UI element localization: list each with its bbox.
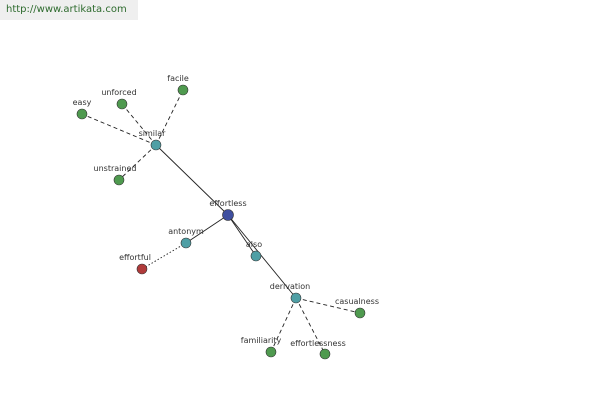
node-label-effortful[interactable]: effortful <box>119 253 151 262</box>
node-label-antonym[interactable]: antonym <box>168 227 204 236</box>
node-dot-effortless[interactable] <box>222 209 234 221</box>
node-antonym[interactable]: antonym <box>168 227 204 249</box>
edge-effortless-similar <box>155 144 229 216</box>
node-label-unforced[interactable]: unforced <box>101 88 136 97</box>
node-label-effortless[interactable]: effortless <box>209 199 246 208</box>
edge-derivation-casualness <box>295 297 361 314</box>
node-dot-casualness[interactable] <box>354 307 366 319</box>
node-similar[interactable]: similar <box>139 129 167 151</box>
node-dot-antonym[interactable] <box>180 237 192 249</box>
edge-derivation-familiarity <box>270 297 297 353</box>
edge-similar-easy <box>81 113 157 146</box>
node-label-derivation[interactable]: derivation <box>270 282 310 291</box>
node-unstrained[interactable]: unstrained <box>94 164 137 186</box>
node-casualness[interactable]: casualness <box>335 297 379 319</box>
node-label-familiarity[interactable]: familiarity <box>241 336 282 345</box>
node-dot-effortlessness[interactable] <box>319 348 331 360</box>
node-facile[interactable]: facile <box>167 74 189 96</box>
graph-nodes: effortless similar antonym also derivation fa… <box>73 74 379 360</box>
node-effortlessness[interactable]: effortlessness <box>290 339 346 360</box>
node-dot-derivation[interactable] <box>290 292 302 304</box>
node-dot-similar[interactable] <box>150 139 162 151</box>
node-label-easy[interactable]: easy <box>73 98 92 107</box>
node-dot-facile[interactable] <box>177 84 189 96</box>
edge-effortless-antonym <box>185 214 229 244</box>
graph-edges <box>81 89 361 355</box>
edge-antonym-effortful <box>141 242 187 270</box>
node-easy[interactable]: easy <box>73 98 92 120</box>
node-derivation[interactable]: derivation <box>270 282 310 304</box>
node-dot-also[interactable] <box>250 250 262 262</box>
node-label-effortlessness[interactable]: effortlessness <box>290 339 346 348</box>
node-effortful[interactable]: effortful <box>119 253 151 275</box>
node-also[interactable]: also <box>246 240 262 262</box>
edge-similar-unforced <box>121 103 157 146</box>
node-dot-unforced[interactable] <box>116 98 128 110</box>
edge-derivation-effortlessness <box>295 297 326 355</box>
node-dot-easy[interactable] <box>76 108 88 120</box>
edge-effortless-also <box>227 214 257 257</box>
source-url[interactable]: http://www.artikata.com <box>0 0 138 20</box>
node-effortless[interactable]: effortless <box>209 199 247 221</box>
edge-effortless-derivation <box>227 214 297 299</box>
node-dot-unstrained[interactable] <box>113 174 125 186</box>
node-unforced[interactable]: unforced <box>101 88 137 110</box>
node-label-unstrained[interactable]: unstrained <box>94 164 137 173</box>
node-label-similar[interactable]: similar <box>139 129 167 138</box>
node-dot-effortful[interactable] <box>136 263 148 275</box>
edge-similar-unstrained <box>118 144 157 181</box>
node-dot-familiarity[interactable] <box>265 346 277 358</box>
edge-similar-facile <box>155 89 184 146</box>
node-label-facile[interactable]: facile <box>167 74 189 83</box>
node-label-casualness[interactable]: casualness <box>335 297 379 306</box>
node-label-also[interactable]: also <box>246 240 262 249</box>
node-familiarity[interactable]: familiarity <box>241 336 282 358</box>
